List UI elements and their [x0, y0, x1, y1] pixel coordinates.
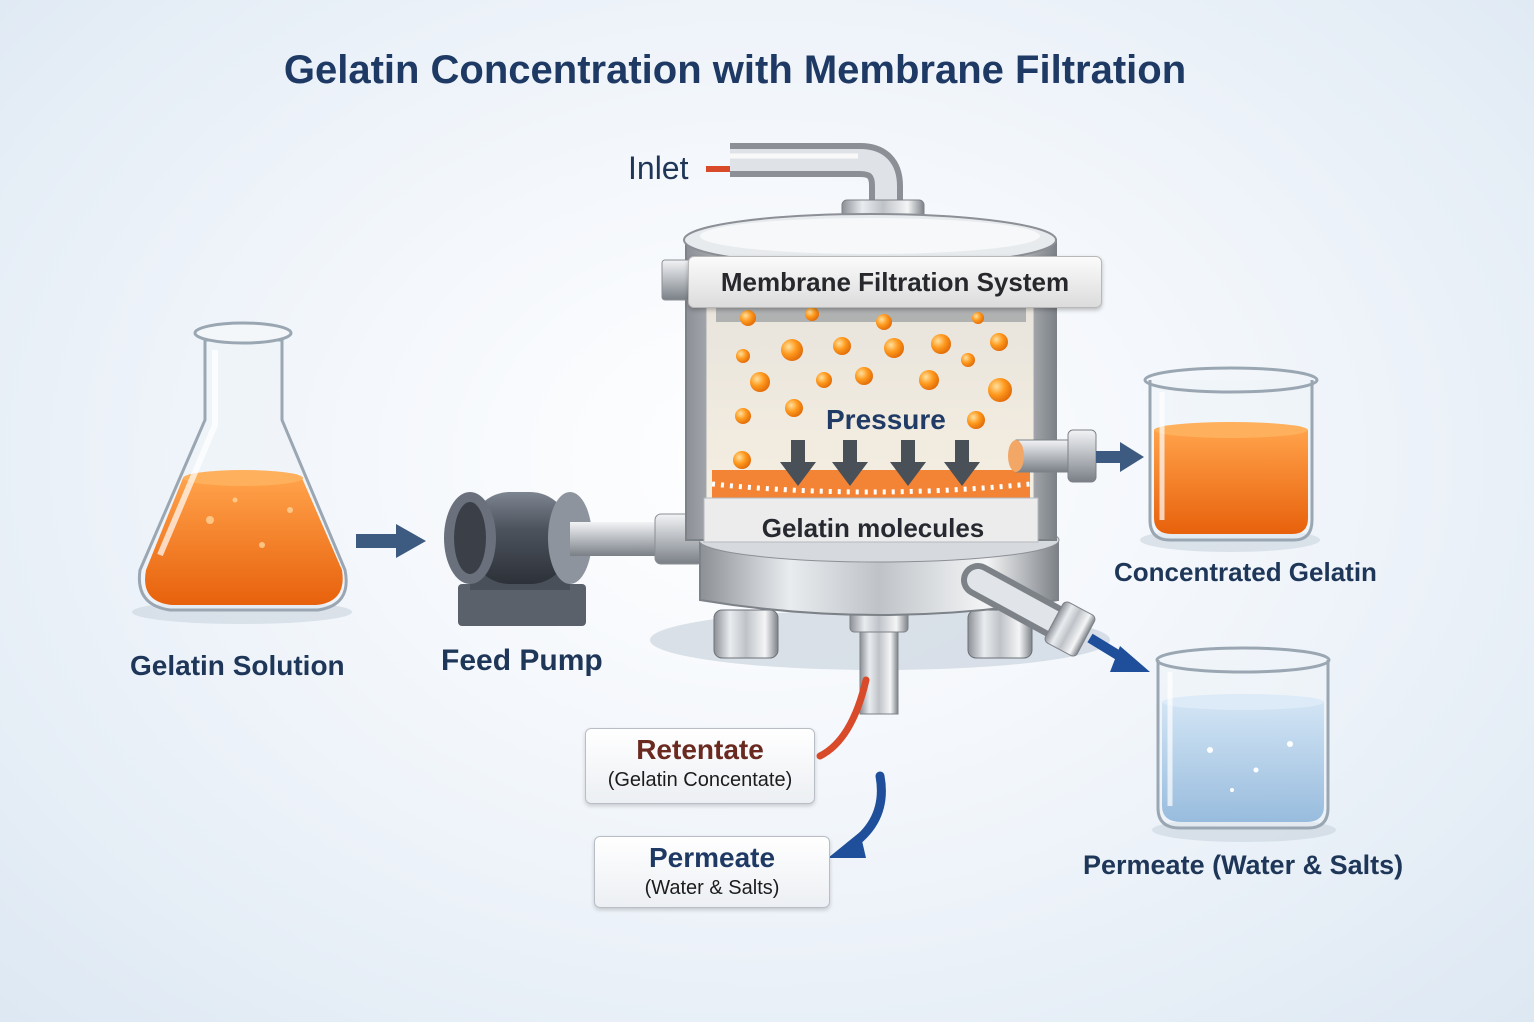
feed-pump-icon [444, 492, 720, 626]
concentrated-gelatin-beaker-icon [1140, 366, 1320, 552]
permeate-flow-arrow [828, 771, 886, 858]
pressure-label: Pressure [826, 404, 946, 435]
concentrated-gelatin-label: Concentrated Gelatin [1114, 557, 1377, 587]
flow-arrow-to-pump [356, 524, 426, 558]
retentate-title: Retentate [636, 734, 764, 765]
permeate-title: Permeate [648, 842, 776, 873]
page-title: Gelatin Concentration with Membrane Filt… [283, 48, 1187, 92]
erlenmeyer-flask-icon [132, 321, 352, 624]
inlet-label: Inlet [628, 150, 689, 186]
pressure-arrows-icon [780, 440, 980, 486]
gelatin-molecules-label: Gelatin molecules [761, 512, 985, 543]
permeate-subtitle: (Water & Salts) [644, 877, 780, 899]
retentate-subtitle: (Gelatin Concentate) [607, 769, 793, 791]
system-nameplate: Membrane Filtration System [688, 256, 1102, 308]
gelatin-solution-label: Gelatin Solution [130, 650, 345, 681]
permeate-beaker-icon [1152, 646, 1336, 842]
gelatin-particles [733, 307, 1026, 469]
permeate-outlet-pipe [961, 563, 1150, 672]
concentrate-outlet-pipe [1008, 429, 1144, 483]
permeate-callout: Permeate (Water & Salts) [594, 836, 830, 908]
retentate-callout: Retentate (Gelatin Concentate) [585, 728, 815, 804]
retentate-flow-line [816, 676, 870, 760]
membrane-filtration-tank [650, 213, 1110, 715]
feed-pump-label: Feed Pump [441, 644, 603, 677]
permeate-beaker-label: Permeate (Water & Salts) [1083, 850, 1404, 880]
